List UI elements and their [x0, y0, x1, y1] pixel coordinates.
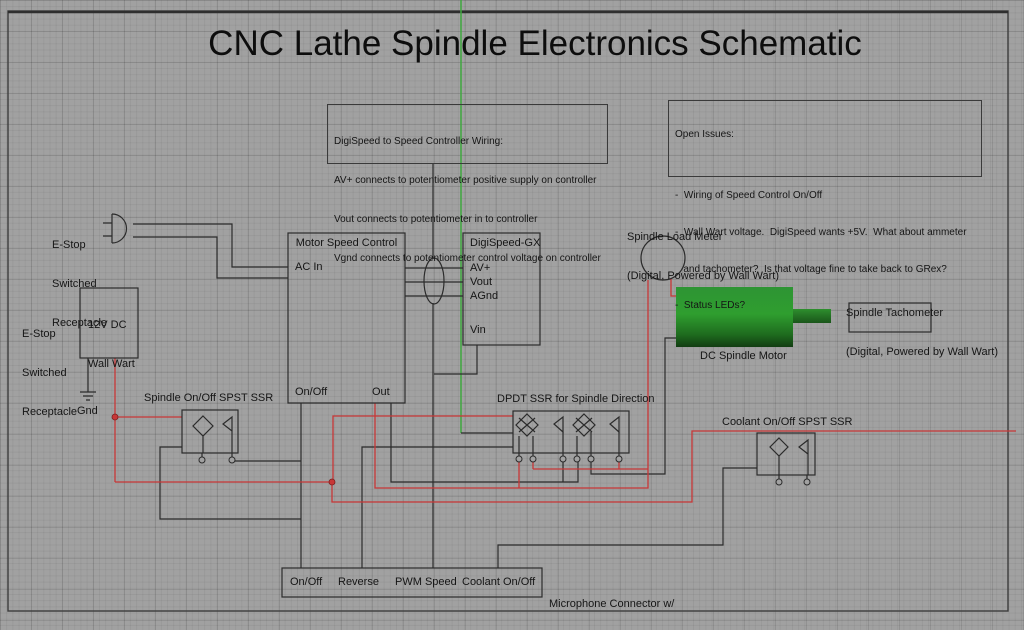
- coolant-ssr-label: Coolant On/Off SPST SSR: [722, 416, 853, 428]
- open-issues-line: - Status LEDs?: [675, 300, 746, 312]
- digispeed-pin-av: AV+: [470, 262, 491, 274]
- estop-plug-label: E-Stop Switched Receptacle: [52, 239, 108, 329]
- cable-bundle-icon: [423, 257, 445, 305]
- tachometer-label: Spindle Tachometer (Digital, Powered by …: [846, 307, 998, 358]
- red-wires: [114, 278, 1016, 503]
- dpdt-ssr-box: [512, 410, 630, 463]
- grex-pin-on-off: On/Off: [290, 576, 323, 588]
- digispeed-box: [462, 232, 541, 346]
- wiring-note-line: Vout connects to potentiometer in to con…: [334, 214, 538, 225]
- open-issues-note: Open Issues: - Wiring of Speed Control O…: [668, 100, 982, 311]
- open-issues-line: Open Issues:: [675, 129, 734, 141]
- wall-wart-box: [79, 287, 139, 359]
- estop-wallwart-label: E-Stop Switched Receptacle: [22, 328, 78, 418]
- wiring-note-line: AV+ connects to potentiometer positive s…: [334, 175, 597, 186]
- msc-pin-on-off: On/Off: [295, 386, 328, 398]
- grex-pin-reverse: Reverse: [338, 576, 379, 588]
- grex-pin-coolant: Coolant On/Off: [462, 576, 536, 588]
- open-issues-line: - Wiring of Speed Control On/Off: [675, 190, 823, 202]
- drawing-frame: [7, 10, 1009, 612]
- spindle-ssr-label: Spindle On/Off SPST SSR: [144, 392, 274, 404]
- msc-pin-ac-in: AC In: [295, 261, 323, 273]
- open-issues-line: and tachometer? Is that voltage fine to …: [675, 263, 947, 275]
- wiring-note-line: DigiSpeed to Speed Controller Wiring:: [334, 136, 503, 147]
- grex-pin-pwm: PWM Speed: [395, 576, 457, 588]
- dpdt-ssr-label: DPDT SSR for Spindle Direction: [497, 393, 655, 405]
- spindle-load-meter: [640, 235, 686, 281]
- motor-speed-control-box: [287, 232, 406, 404]
- black-wires: [80, 164, 757, 568]
- msc-pin-out: Out: [372, 386, 390, 398]
- coolant-ssr-box: [756, 432, 816, 486]
- gnd-label: Gnd: [77, 405, 98, 417]
- digispeed-pin-vin: Vin: [470, 324, 486, 336]
- junction-dot: [328, 478, 336, 486]
- component-outlines: [79, 213, 932, 598]
- grex-signal-box: [281, 567, 543, 598]
- dc-spindle-motor: [676, 287, 831, 347]
- page-title: CNC Lathe Spindle Electronics Schematic: [208, 24, 862, 63]
- mic-note: Microphone Connector w/ Shielded Cable B…: [549, 598, 675, 610]
- motor-label: DC Spindle Motor: [700, 350, 787, 362]
- digispeed-pin-vout: Vout: [470, 276, 493, 288]
- msc-title: Motor Speed Control: [295, 237, 398, 249]
- open-issues-line: - Wall Wart voltage. DigiSpeed wants +5V…: [675, 227, 967, 239]
- tachometer-box: [848, 302, 932, 333]
- wiring-note-line: Vgnd connects to potentiometer control v…: [334, 253, 601, 264]
- digispeed-title: DigiSpeed-GX: [470, 237, 541, 249]
- wall-wart-label: 12V DC Wall Wart: [88, 319, 135, 370]
- spindle-ssr-box: [181, 409, 239, 464]
- wiring-note: DigiSpeed to Speed Controller Wiring: AV…: [327, 104, 608, 264]
- junction-dot: [111, 413, 119, 421]
- digispeed-pin-agnd: AGnd: [470, 290, 499, 302]
- load-meter-label: Spindle Load Meter (Digital, Powered by …: [627, 231, 779, 282]
- plug-icon: [111, 213, 128, 244]
